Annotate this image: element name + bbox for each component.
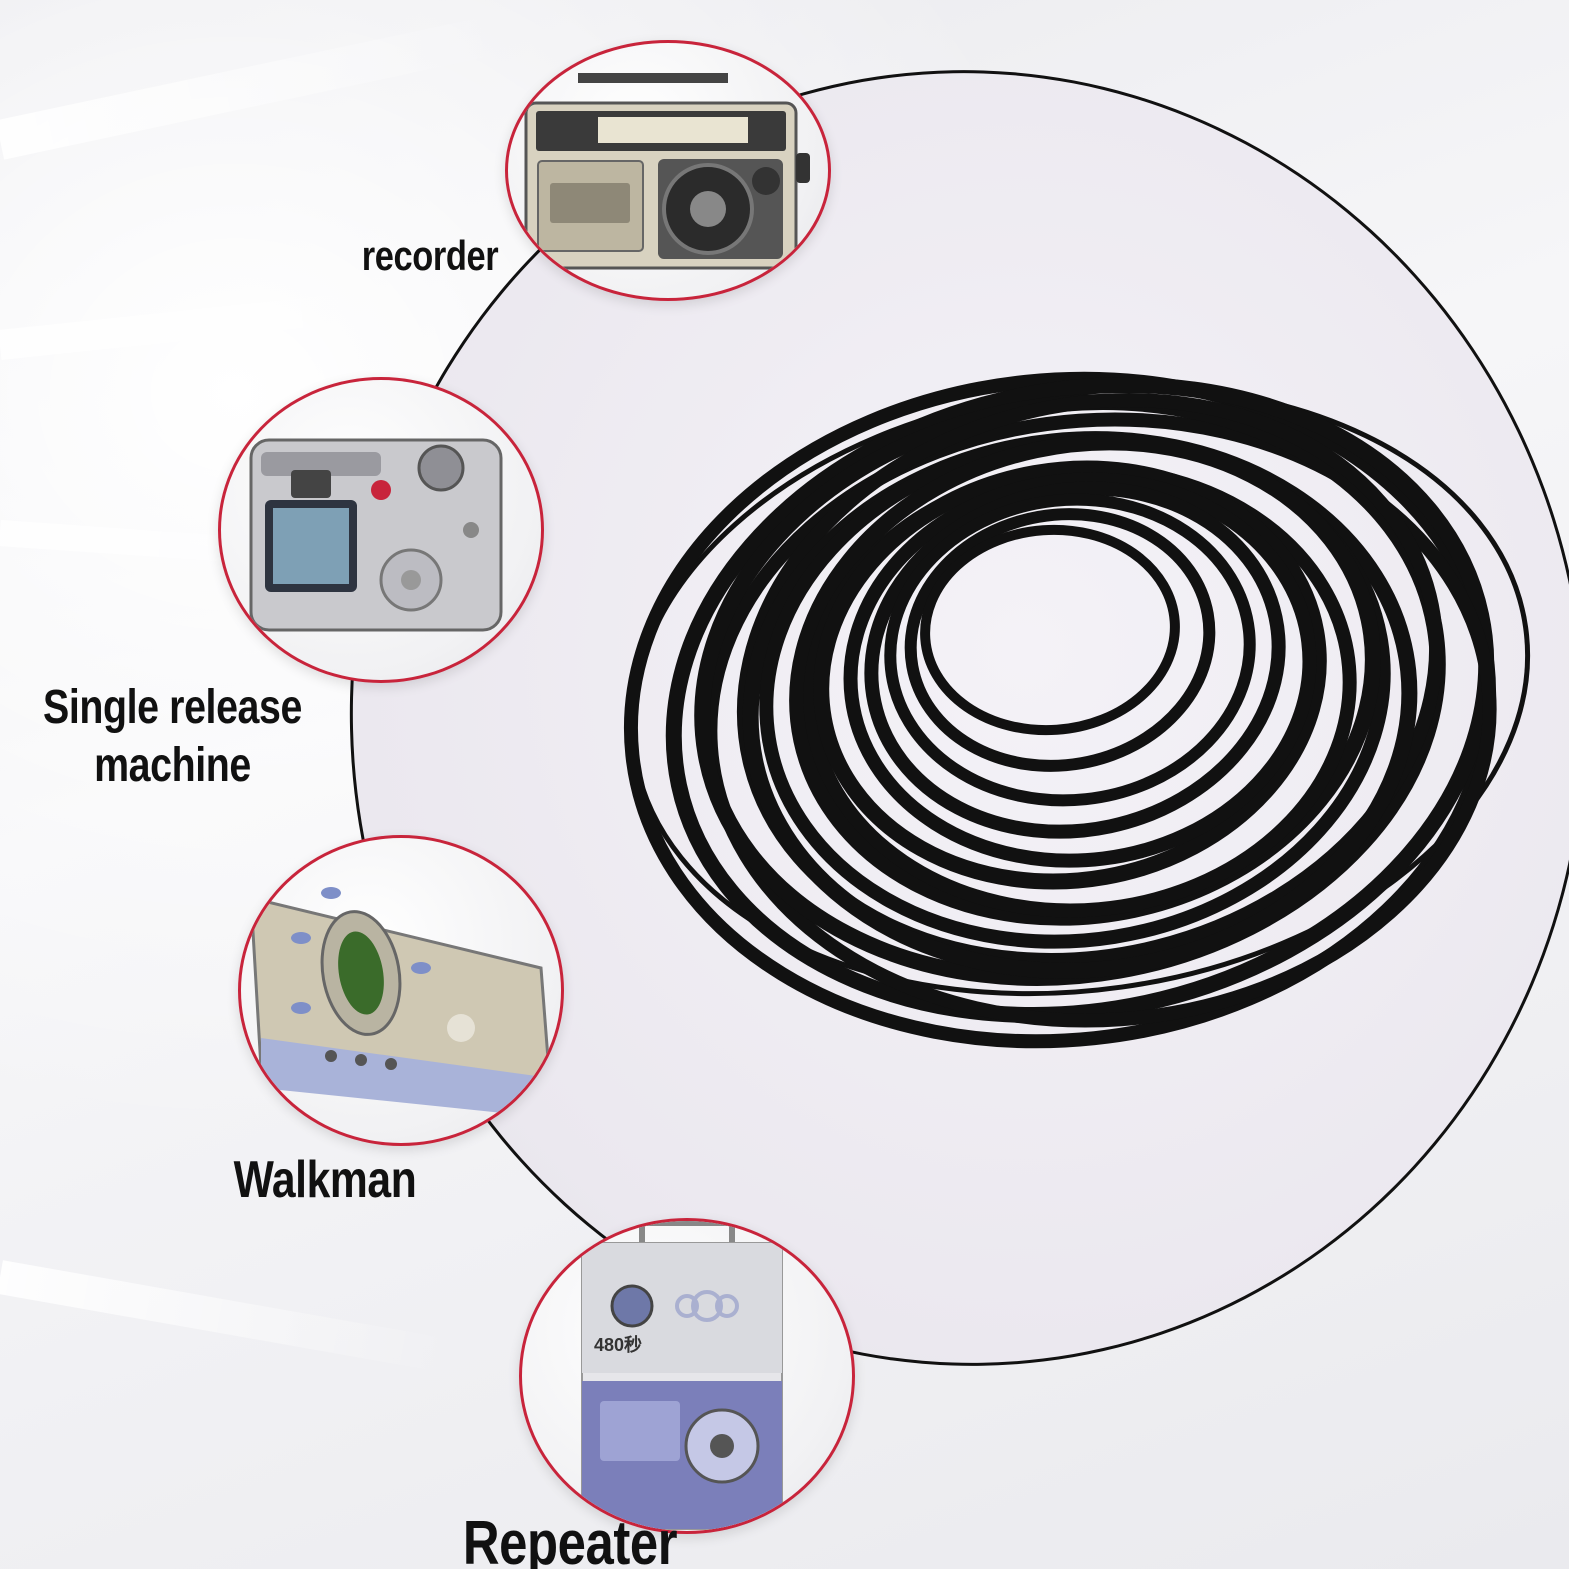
cassette-radio-recorder-icon bbox=[524, 73, 810, 270]
digital-camera-icon bbox=[249, 438, 503, 632]
walkman-player-icon bbox=[249, 887, 553, 1118]
recorder-label: recorder bbox=[361, 232, 499, 279]
repeater-label: Repeater bbox=[462, 1509, 678, 1569]
single-release-machine-label-line1: Single release bbox=[42, 681, 302, 734]
walkman-label: Walkman bbox=[233, 1151, 417, 1209]
walkman-application-circle bbox=[238, 835, 564, 1146]
single-release-machine-label-line2: machine bbox=[94, 739, 251, 792]
repeater-player-icon: 480秒 bbox=[581, 1221, 783, 1530]
recorder-application-circle bbox=[505, 40, 831, 301]
rubber-belts-coil bbox=[623, 371, 1531, 1049]
repeater-device-text: 480秒 bbox=[594, 1334, 642, 1355]
repeater-application-circle: 480秒 bbox=[519, 1218, 855, 1534]
camera-application-circle bbox=[218, 377, 544, 683]
